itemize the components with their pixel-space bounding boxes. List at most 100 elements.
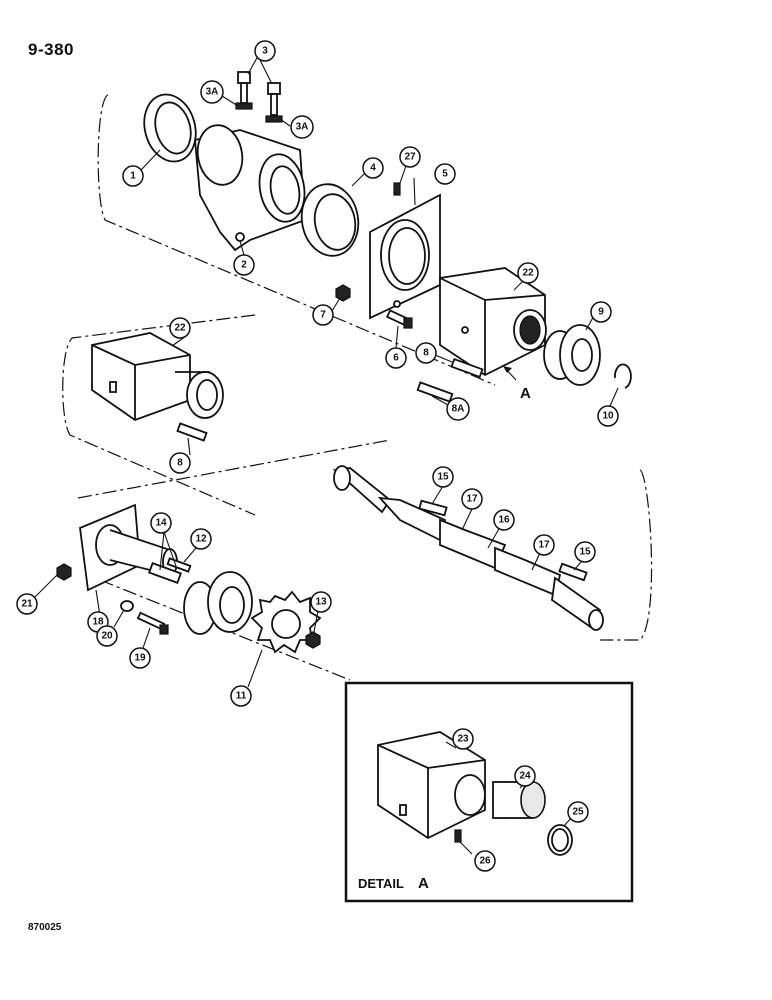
- callout-5: 5: [434, 163, 456, 185]
- part-18-bearing-plate: [79, 503, 178, 592]
- callout-13: 13: [310, 591, 332, 613]
- middle-group-outline: [62, 314, 256, 516]
- part-2-flange-housing: [194, 124, 306, 252]
- callout-25-label: 25: [572, 807, 584, 818]
- callout-3a-right-label: 3A: [296, 122, 309, 133]
- part-8-key-top: [450, 357, 484, 379]
- callout-25: 25: [567, 801, 589, 823]
- callout-17-left: 17: [461, 488, 483, 510]
- part-24-bearing: [492, 781, 546, 819]
- reference-code: 870025: [28, 922, 62, 933]
- part-8-key-mid: [176, 422, 208, 442]
- callout-15-left: 15: [432, 466, 454, 488]
- callout-9-label: 9: [598, 307, 604, 318]
- callout-17-right-label: 17: [538, 540, 550, 551]
- view-arrow-a: [503, 366, 517, 381]
- callout-19-label: 19: [134, 653, 146, 664]
- callout-11-label: 11: [236, 691, 247, 702]
- callout-8-top: 8: [415, 342, 437, 364]
- detail-a-letter: A: [418, 875, 429, 892]
- callout-23-label: 23: [457, 734, 469, 745]
- callout-24: 24: [514, 765, 536, 787]
- callout-3a-right: 3A: [290, 115, 314, 139]
- callout-20: 20: [96, 625, 118, 647]
- coupler-hub: [183, 571, 253, 635]
- callout-26: 26: [474, 850, 496, 872]
- callout-8-mid: 8: [169, 452, 191, 474]
- callout-8-mid-label: 8: [177, 458, 183, 469]
- callout-15-left-label: 15: [437, 472, 449, 483]
- callout-1-label: 1: [130, 171, 136, 182]
- part-19-bolt: [136, 611, 169, 635]
- callout-1: 1: [122, 165, 144, 187]
- callout-5-label: 5: [442, 169, 448, 180]
- part-25-seal-ring: [547, 824, 573, 856]
- upper-group-outline: [97, 94, 496, 386]
- part-4-seal: [300, 183, 360, 257]
- callout-27: 27: [399, 146, 421, 168]
- callout-8a: 8A: [446, 397, 470, 421]
- callout-10: 10: [597, 405, 619, 427]
- callout-13-label: 13: [315, 597, 327, 608]
- callout-8-top-label: 8: [423, 348, 429, 359]
- callout-18-label: 18: [92, 617, 104, 628]
- drive-shaft: [332, 465, 604, 631]
- part-8a-key: [416, 381, 454, 403]
- callout-8a-label: 8A: [452, 404, 465, 415]
- callout-3a-left-label: 3A: [206, 87, 219, 98]
- part-11-sprocket: [250, 590, 322, 654]
- part-26-grease-fitting: [454, 829, 462, 843]
- callout-3a-left: 3A: [200, 80, 224, 104]
- callout-11: 11: [230, 685, 252, 707]
- view-arrow-a-label: A: [520, 385, 531, 402]
- callout-26-label: 26: [479, 856, 491, 867]
- part-1-seal-ring: [143, 93, 197, 163]
- callout-10-label: 10: [602, 411, 614, 422]
- callout-15-right: 15: [574, 541, 596, 563]
- leader-lines: [33, 55, 619, 855]
- callout-22-top: 22: [517, 262, 539, 284]
- detail-a-frame: [344, 681, 634, 903]
- callout-16-label: 16: [498, 515, 510, 526]
- callout-2: 2: [233, 254, 255, 276]
- part-12-key: [166, 557, 192, 573]
- callout-17-right: 17: [533, 534, 555, 556]
- callout-23: 23: [452, 728, 474, 750]
- lower-group-outline: [600, 469, 653, 641]
- callout-12-label: 12: [195, 534, 207, 545]
- part-27-grease-fitting: [393, 182, 401, 196]
- callout-12: 12: [190, 528, 212, 550]
- part-10-snap-ring: [614, 363, 632, 389]
- callout-7-label: 7: [320, 310, 326, 321]
- part-22-housing-block-mid: [91, 332, 224, 422]
- part-14-pin: [148, 562, 182, 584]
- part-21-nut: [56, 563, 72, 581]
- callout-3: 3: [254, 40, 276, 62]
- part-20-washer: [120, 600, 134, 612]
- callout-21-label: 21: [21, 599, 33, 610]
- callout-20-label: 20: [101, 631, 113, 642]
- part-13-nut: [305, 631, 321, 649]
- callout-14-label: 14: [155, 518, 167, 529]
- part-9-hub: [543, 324, 601, 386]
- part-23-housing-detail: [377, 731, 486, 840]
- detail-a-caption: DETAIL: [358, 876, 404, 891]
- callout-24-label: 24: [519, 771, 531, 782]
- callout-16: 16: [493, 509, 515, 531]
- callout-22-mid-label: 22: [174, 323, 186, 334]
- page-number: 9-380: [28, 40, 74, 59]
- callout-21: 21: [16, 593, 38, 615]
- part-5-flange-plate: [369, 193, 441, 320]
- callout-22-mid: 22: [169, 317, 191, 339]
- part-22-housing-block-top: [439, 267, 547, 377]
- callout-4: 4: [362, 157, 384, 179]
- callout-7: 7: [312, 304, 334, 326]
- part-6-bolt: [385, 309, 413, 329]
- part-7-nut: [335, 284, 351, 302]
- lower-group-outline-2: [77, 439, 391, 499]
- callout-14: 14: [150, 512, 172, 534]
- callout-2-label: 2: [241, 260, 247, 271]
- callout-4-label: 4: [370, 163, 376, 174]
- callout-22-top-label: 22: [522, 268, 534, 279]
